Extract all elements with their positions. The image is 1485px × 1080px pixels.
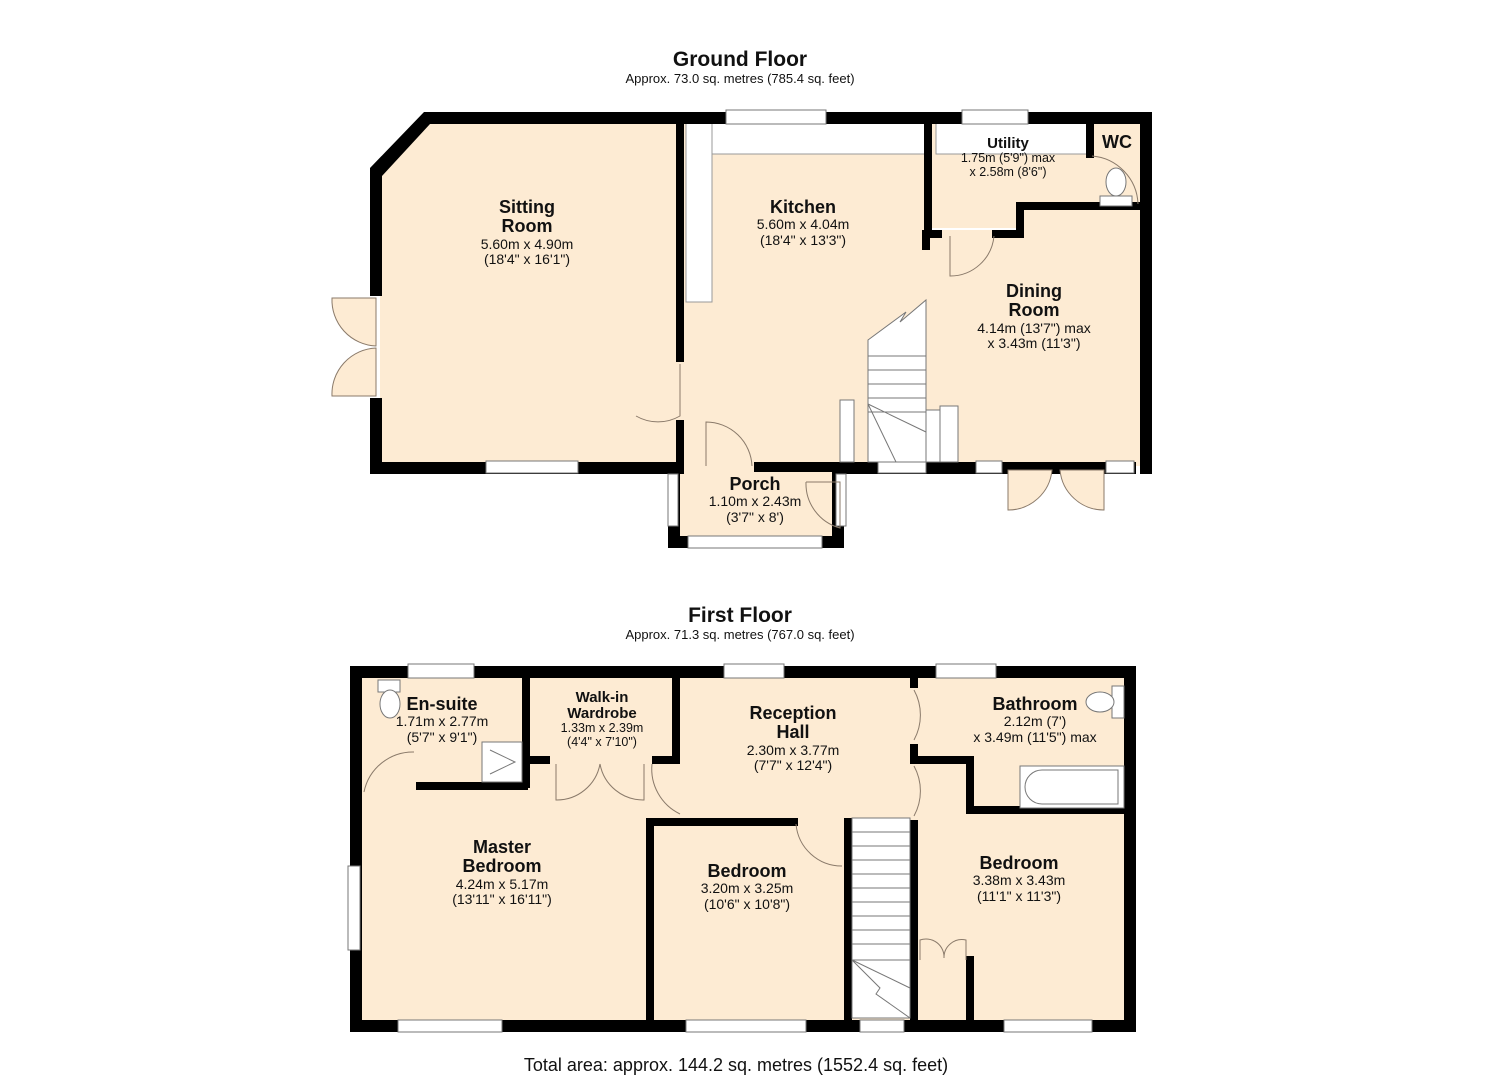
porch-floor: [676, 466, 842, 544]
total-area: Total area: approx. 144.2 sq. metres (15…: [523, 1055, 949, 1075]
room-label-bedroom-3: Bedroom 3.38m x 3.43m (11'1" x 11'3"): [972, 853, 1066, 904]
room-label-en-suite: En-suite 1.71m x 2.77m (5'7" x 9'1"): [395, 694, 489, 745]
room-label-walk-in-wardrobe: Walk-in Wardrobe 1.33m x 2.39m (4'4" x 7…: [560, 689, 644, 749]
bathroom-toilet-icon: [1085, 685, 1125, 719]
wc-toilet-icon: [1099, 167, 1133, 207]
kitchen-worktop-left: [685, 117, 713, 303]
ground-floor-stairs-icon: [839, 298, 959, 463]
first-floor-windows: [347, 663, 1093, 1033]
first-floor-doors: [363, 689, 967, 960]
room-label-wc: WC: [1102, 132, 1132, 152]
dining-room-floor: [930, 208, 1144, 466]
ground-floor-heading: Ground Floor Approx. 73.0 sq. metres (78…: [625, 48, 854, 86]
room-label-kitchen: Kitchen 5.60m x 4.04m (18'4" x 13'3"): [756, 197, 850, 248]
ground-floor-doors: [331, 155, 1139, 529]
first-floor-heading: First Floor Approx. 71.3 sq. metres (767…: [625, 604, 854, 642]
room-label-bedroom-2: Bedroom 3.20m x 3.25m (10'6" x 10'8"): [700, 861, 794, 912]
first-floor-plan: [347, 663, 1136, 1033]
sitting-room-floor: [380, 118, 680, 466]
ground-floor-windows: [485, 109, 1135, 549]
room-label-sitting-room: Sitting Room 5.60m x 4.90m (18'4" x 16'1…: [480, 197, 574, 267]
first-floor-area: Approx. 71.3 sq. metres (767.0 sq. feet): [625, 627, 855, 643]
room-label-dining-room: Dining Room 4.14m (13'7") max x 3.43m (1…: [977, 281, 1091, 351]
ensuite-shower-icon: [481, 741, 523, 783]
first-floor-title: First Floor: [688, 604, 792, 627]
ensuite-toilet-icon: [377, 679, 401, 719]
room-label-porch: Porch 1.10m x 2.43m (3'7" x 8'): [708, 474, 802, 525]
ground-floor-plan: [331, 109, 1152, 549]
ground-floor-area: Approx. 73.0 sq. metres (785.4 sq. feet): [625, 71, 855, 87]
bathtub-icon: [1019, 765, 1125, 809]
first-floor-stairs-icon: [851, 817, 911, 1019]
room-label-utility: Utility 1.75m (5'9") max x 2.58m (8'6"): [960, 135, 1056, 179]
room-label-reception-hall: Reception Hall 2.30m x 3.77m (7'7" x 12'…: [746, 703, 840, 773]
room-label-master-bedroom: Master Bedroom 4.24m x 5.17m (13'11" x 1…: [452, 837, 552, 907]
ground-floor-title: Ground Floor: [672, 48, 808, 71]
room-label-bathroom: Bathroom 2.12m (7') x 3.49m (11'5") max: [973, 694, 1097, 745]
first-floor-fill: [356, 672, 1130, 1026]
